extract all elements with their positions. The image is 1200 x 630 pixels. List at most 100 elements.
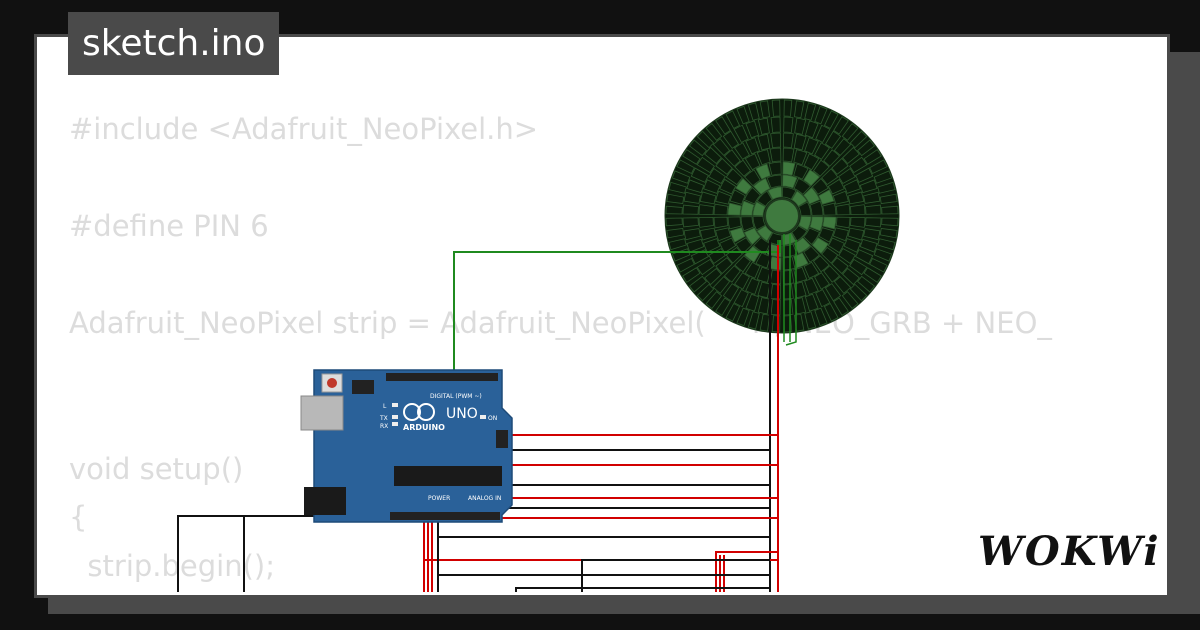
neopixel-pixel bbox=[849, 156, 868, 174]
neopixel-pixel bbox=[818, 227, 835, 243]
board-model-label: UNO bbox=[446, 406, 478, 422]
neopixel-pixel bbox=[757, 117, 770, 135]
sketch-file-tab[interactable]: sketch.ino bbox=[68, 12, 280, 75]
neopixel-pixel bbox=[793, 266, 808, 283]
neopixel-pixel bbox=[804, 293, 819, 312]
neopixel-pixel bbox=[682, 204, 699, 215]
neopixel-pixel bbox=[696, 156, 715, 174]
arduino-uno-board[interactable]: UNO ARDUINO DIGITAL (PWM ~) POWER ANALOG… bbox=[300, 369, 513, 523]
ring-center-pixel bbox=[764, 198, 800, 234]
neopixel-pixel bbox=[723, 265, 741, 283]
neopixel-pixel bbox=[814, 142, 830, 160]
neopixel-pixel bbox=[803, 187, 821, 205]
neopixel-pixel bbox=[766, 174, 782, 189]
neopixel-pixel bbox=[769, 147, 782, 163]
neopixel-pixel bbox=[770, 283, 782, 300]
neopixel-pixel bbox=[822, 202, 837, 216]
power-label: POWER bbox=[428, 495, 450, 502]
neopixel-pixel bbox=[729, 189, 746, 205]
neopixel-pixel bbox=[804, 277, 819, 295]
neopixel-pixel bbox=[713, 216, 729, 229]
neopixel-pixel bbox=[756, 190, 773, 207]
digital-header[interactable] bbox=[386, 373, 498, 381]
neopixel-pixel bbox=[782, 256, 796, 271]
neopixel-pixel bbox=[712, 138, 731, 156]
neopixel-pixel bbox=[863, 191, 881, 204]
neopixel-pixel bbox=[704, 267, 722, 286]
neopixel-pixel bbox=[793, 100, 805, 119]
neopixel-pixel bbox=[747, 102, 760, 121]
neopixel-pixel bbox=[744, 153, 761, 171]
neopixel-pixel bbox=[849, 130, 868, 149]
neopixel-pixel bbox=[682, 267, 701, 283]
neopixel-pixel bbox=[768, 161, 782, 176]
neopixel-pixel bbox=[803, 227, 821, 245]
neopixel-pixel bbox=[849, 283, 868, 302]
neopixel-pixel bbox=[803, 169, 820, 187]
neopixel-pixel bbox=[735, 178, 753, 195]
neopixel-pixel bbox=[734, 272, 750, 290]
neopixel-pixel bbox=[745, 293, 760, 312]
neopixel-pixel bbox=[849, 204, 866, 216]
neopixel-pixel bbox=[841, 122, 859, 141]
code-line: Adafruit_NeoPixel strip = Adafruit_NeoPi… bbox=[69, 306, 1052, 340]
neopixel-pixel bbox=[719, 237, 737, 254]
neopixel-pixel bbox=[715, 227, 732, 242]
neopixel-pixel bbox=[770, 116, 781, 133]
neopixel-pixel bbox=[831, 257, 849, 275]
neopixel-pixel bbox=[869, 257, 888, 273]
rx-led-label: RX bbox=[380, 423, 388, 430]
neopixel-pixel bbox=[727, 216, 742, 230]
neopixel-pixel bbox=[715, 297, 731, 316]
neopixel-pixel bbox=[734, 159, 752, 177]
code-line: #define PIN 6 bbox=[69, 209, 269, 243]
neopixel-pixel bbox=[696, 130, 715, 149]
neopixel-pixel bbox=[791, 225, 808, 242]
neopixel-ring[interactable] bbox=[664, 98, 900, 334]
neopixel-pixel bbox=[798, 215, 812, 231]
neopixel-pixel bbox=[821, 246, 839, 264]
neopixel-pixel bbox=[811, 178, 829, 195]
neopixel-pixel bbox=[752, 215, 766, 231]
neopixel-pixel bbox=[833, 116, 849, 135]
neopixel-pixel bbox=[705, 291, 723, 310]
neopixel-pixel bbox=[771, 99, 781, 117]
neopixel-pixel bbox=[811, 237, 829, 254]
neopixel-pixel bbox=[715, 157, 733, 175]
code-preview: #include <Adafruit_NeoPixel.h>#define PI… bbox=[69, 105, 1052, 590]
neopixel-pixel bbox=[835, 216, 851, 229]
neopixel-pixel bbox=[881, 205, 899, 215]
neopixel-pixel bbox=[793, 237, 811, 255]
neopixel-pixel bbox=[665, 205, 683, 215]
neopixel-pixel bbox=[842, 146, 860, 165]
neopixel-pixel bbox=[782, 132, 794, 149]
neopixel-pixel bbox=[793, 163, 809, 180]
neopixel-pixel bbox=[818, 189, 835, 205]
neopixel-pixel bbox=[733, 289, 749, 308]
neopixel-pixel bbox=[814, 272, 830, 290]
neopixel-pixel bbox=[770, 132, 782, 149]
power-analog-header[interactable] bbox=[390, 512, 500, 520]
on-led-label: ON bbox=[488, 415, 497, 422]
neopixel-pixel bbox=[665, 217, 683, 227]
neopixel-pixel bbox=[838, 168, 856, 184]
tx-led-label: TX bbox=[379, 415, 388, 422]
neopixel-pixel bbox=[725, 110, 741, 129]
neopixel-pixel bbox=[756, 225, 773, 242]
l-led-label: L bbox=[383, 403, 387, 410]
neopixel-pixel bbox=[855, 167, 874, 183]
neopixel-pixel bbox=[745, 277, 760, 295]
neopixel-pixel bbox=[666, 193, 685, 205]
data-wire[interactable] bbox=[453, 240, 781, 380]
neopixel-pixel bbox=[781, 232, 797, 246]
neopixel-pixel bbox=[824, 283, 842, 302]
neopixel-pixel bbox=[722, 283, 740, 302]
neopixel-pixel bbox=[668, 181, 687, 194]
neopixel-pixel bbox=[793, 313, 805, 332]
neopixel-pixel bbox=[793, 177, 811, 195]
icsp2-header bbox=[496, 430, 508, 448]
neopixel-pixel bbox=[881, 217, 899, 227]
icsp-header bbox=[352, 380, 374, 394]
usb-port bbox=[300, 395, 344, 431]
neopixel-pixel bbox=[803, 261, 820, 279]
